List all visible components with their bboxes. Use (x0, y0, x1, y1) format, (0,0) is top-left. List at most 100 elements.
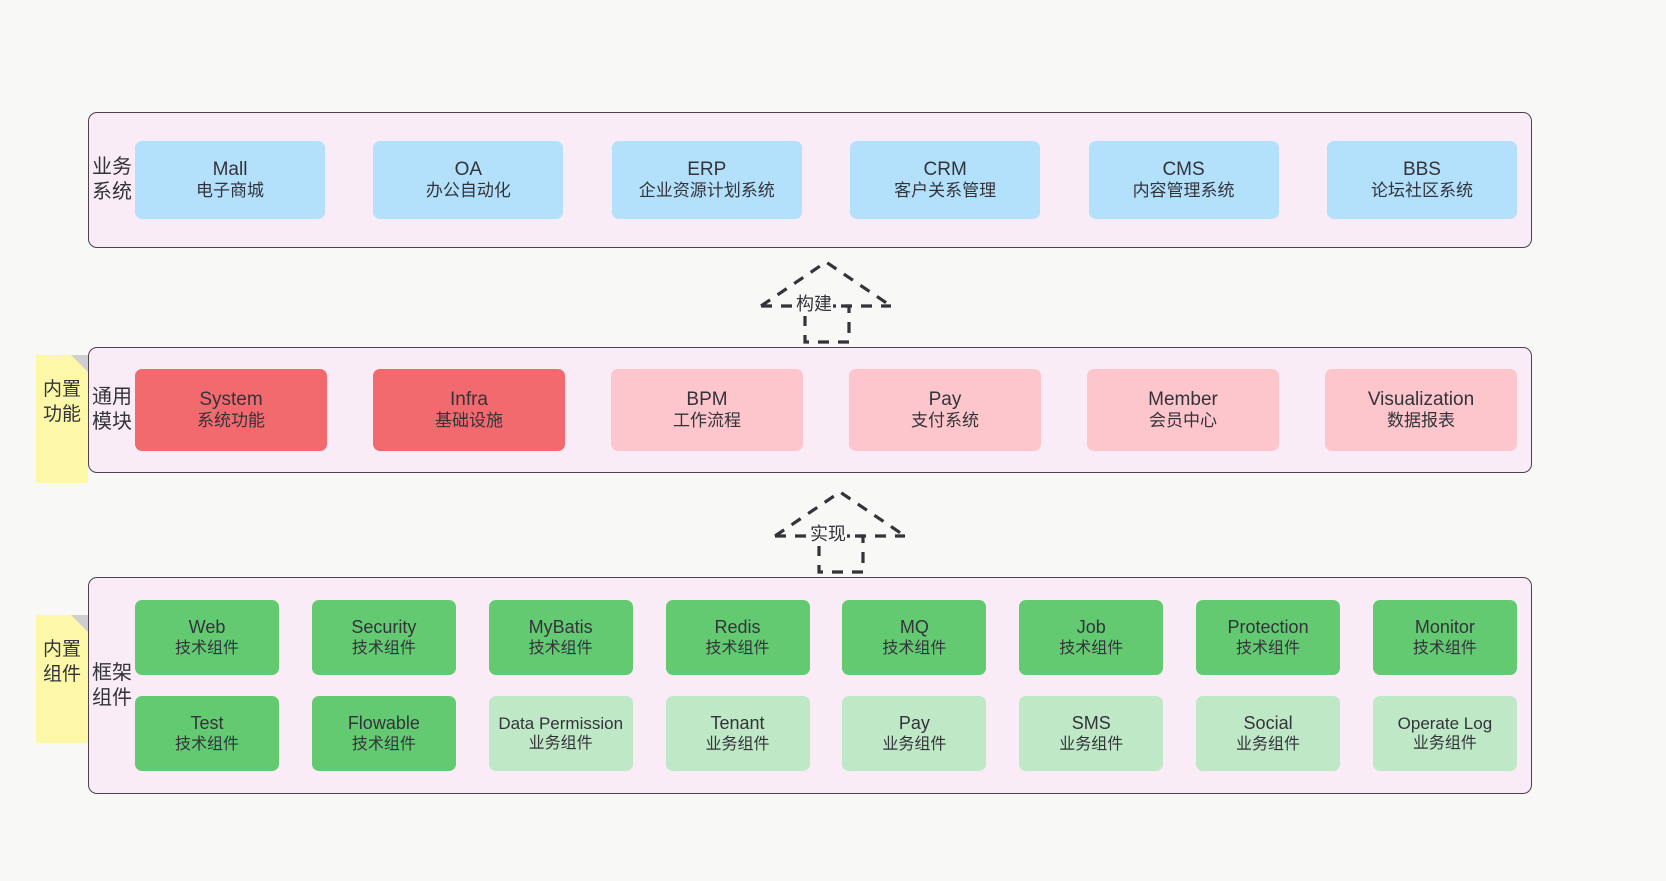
component-card-title: Flowable (347, 712, 420, 733)
component-card-subtitle: 客户关系管理 (894, 181, 997, 201)
component-card-title: SMS (1071, 712, 1111, 733)
component-card-web[interactable]: Web 技术组件 (135, 600, 279, 675)
component-card-subtitle: 业务组件 (1412, 734, 1477, 752)
layer-label-common-modules: 通用模块 (92, 386, 132, 433)
component-card-title: Job (1076, 616, 1106, 637)
component-card-title: MyBatis (528, 616, 593, 637)
component-card-tenant[interactable]: Tenant 业务组件 (665, 696, 810, 771)
component-card-security[interactable]: Security 技术组件 (311, 600, 456, 675)
component-card-title: Protection (1227, 616, 1309, 637)
component-card-title: Security (351, 616, 417, 637)
component-card-subtitle: 技术组件 (351, 735, 416, 753)
connector-label-build: 构建 (795, 290, 833, 316)
component-card-subtitle: 基础设施 (435, 411, 503, 431)
component-card-sms[interactable]: SMS 业务组件 (1019, 696, 1164, 771)
component-card-test[interactable]: Test 技术组件 (135, 696, 279, 771)
component-card-title: Web (188, 616, 226, 637)
connector-arrowhead-implement (774, 490, 906, 538)
component-card-title: Operate Log (1397, 713, 1493, 733)
component-card-subtitle: 技术组件 (1412, 639, 1477, 657)
component-card-title: Redis (714, 616, 761, 637)
component-card-title: BBS (1402, 159, 1441, 181)
sticky-note-text-builtin-features: 内置功能 (42, 379, 81, 425)
component-card-subtitle: 支付系统 (911, 411, 979, 431)
component-card-subtitle: 技术组件 (1059, 639, 1124, 657)
component-card-subtitle: 会员中心 (1149, 411, 1217, 431)
component-card-subtitle: 论坛社区系统 (1370, 181, 1473, 201)
component-card-subtitle: 业务组件 (528, 734, 593, 752)
component-card-subtitle: 内容管理系统 (1132, 181, 1235, 201)
component-card-title: Test (190, 712, 224, 733)
sticky-note-builtin-components: 内置组件 (36, 615, 88, 743)
component-card-subtitle: 业务组件 (1059, 735, 1124, 753)
connector-build: 构建 (757, 258, 897, 344)
component-card-subtitle: 技术组件 (174, 639, 239, 657)
component-card-title: Tenant (710, 712, 765, 733)
component-card-title: Visualization (1367, 389, 1475, 411)
component-card-title: Data Permission (498, 713, 624, 733)
component-card-protection[interactable]: Protection 技术组件 (1196, 600, 1341, 675)
component-card-title: MQ (899, 616, 929, 637)
component-card-subtitle: 工作流程 (673, 411, 741, 431)
connector-implement: 实现 (771, 488, 911, 574)
connector-label-implement: 实现 (809, 520, 847, 546)
component-card-subtitle: 业务组件 (705, 735, 770, 753)
component-card-subtitle: 业务组件 (882, 735, 947, 753)
component-card-subtitle: 业务组件 (1236, 735, 1301, 753)
component-card-title: CMS (1162, 159, 1205, 181)
component-card-title: Pay (928, 389, 962, 411)
component-card-subtitle: 技术组件 (1236, 639, 1301, 657)
layer-label-business-systems: 业务系统 (92, 156, 132, 203)
component-card-title: CRM (923, 159, 967, 181)
sticky-note-builtin-features: 内置功能 (36, 355, 88, 483)
component-card-title: ERP (687, 159, 727, 181)
component-card-subtitle: 技术组件 (705, 639, 770, 657)
component-card-title: System (199, 389, 263, 411)
component-card-subtitle: 技术组件 (174, 735, 239, 753)
component-card-subtitle: 技术组件 (351, 639, 416, 657)
sticky-fold-corner-icon (71, 355, 88, 372)
component-card-subtitle: 数据报表 (1387, 411, 1455, 431)
component-card-mq[interactable]: MQ 技术组件 (842, 600, 987, 675)
component-card-title: Infra (449, 389, 489, 411)
component-card-subtitle: 技术组件 (882, 639, 947, 657)
sticky-note-text-builtin-components: 内置组件 (42, 639, 81, 685)
sticky-fold-corner-icon (71, 615, 88, 632)
component-card-title: Pay (898, 712, 930, 733)
component-card-title: Social (1243, 712, 1293, 733)
component-card-job[interactable]: Job 技术组件 (1019, 600, 1164, 675)
component-card-subtitle: 系统功能 (197, 411, 265, 431)
component-card-subtitle: 电子商城 (196, 181, 264, 201)
component-card-title: Mall (212, 159, 248, 181)
component-card-pay[interactable]: Pay 业务组件 (842, 696, 987, 771)
component-card-flowable[interactable]: Flowable 技术组件 (311, 696, 456, 771)
component-card-title: OA (454, 159, 483, 181)
layer-label-framework-components: 框架组件 (92, 661, 132, 709)
component-card-title: BPM (686, 389, 728, 411)
component-card-social[interactable]: Social 业务组件 (1196, 696, 1341, 771)
component-card-redis[interactable]: Redis 技术组件 (665, 600, 810, 675)
